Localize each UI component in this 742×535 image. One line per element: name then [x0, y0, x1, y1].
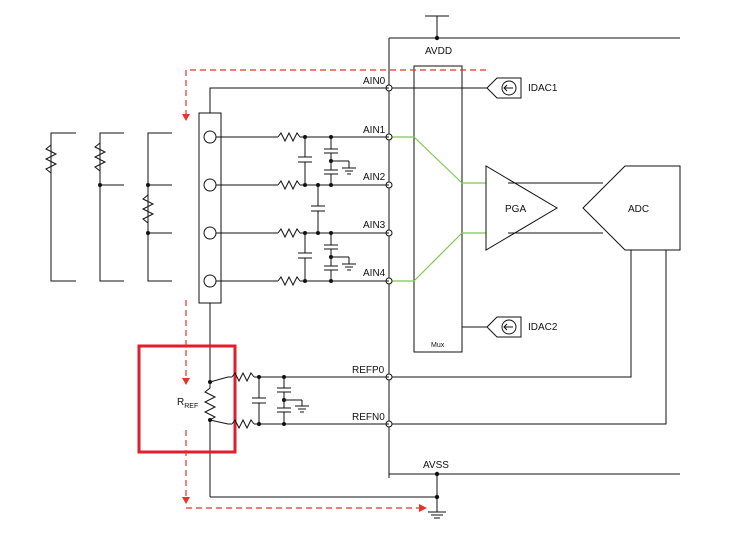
- adc-refp-line: [389, 250, 632, 378]
- ain1-label: AIN1: [363, 125, 386, 136]
- rref-resistor: [203, 382, 437, 498]
- terminal-screws: [203, 130, 217, 288]
- idac2-source: [462, 316, 522, 338]
- ain0-wire: [209, 87, 389, 113]
- mux-routing: [389, 136, 486, 282]
- ain0-label: AIN0: [363, 76, 386, 87]
- ground-icon: [428, 511, 446, 519]
- rref-highlight: [137, 344, 237, 454]
- idac1-source: [389, 77, 522, 99]
- rtd-sensors: [44, 132, 172, 282]
- avss-label: AVSS: [423, 460, 449, 471]
- adc-label: ADC: [628, 204, 649, 215]
- refp0-label: REFP0: [352, 365, 385, 376]
- rref-label: RREF: [177, 397, 198, 410]
- adc-block: [582, 165, 681, 251]
- ain2-label: AIN2: [363, 172, 386, 183]
- pga-block: [485, 165, 558, 251]
- input-filters: [216, 131, 389, 287]
- idac2-label: IDAC2: [528, 322, 558, 333]
- avdd-rail: [389, 15, 680, 41]
- avss-rail: [389, 471, 680, 512]
- ain4-label: AIN4: [363, 268, 386, 279]
- ain3-label: AIN3: [363, 220, 386, 231]
- idac1-label: IDAC1: [528, 83, 558, 94]
- avdd-label: AVDD: [425, 46, 452, 57]
- pga-label: PGA: [505, 204, 526, 215]
- adc-refn-line: [389, 250, 667, 425]
- excitation-current-path: [182, 69, 486, 512]
- mux-label: Mux: [431, 342, 445, 349]
- ref-sense: [209, 371, 389, 430]
- refn0-label: REFN0: [352, 412, 385, 423]
- mux-block: [413, 65, 463, 353]
